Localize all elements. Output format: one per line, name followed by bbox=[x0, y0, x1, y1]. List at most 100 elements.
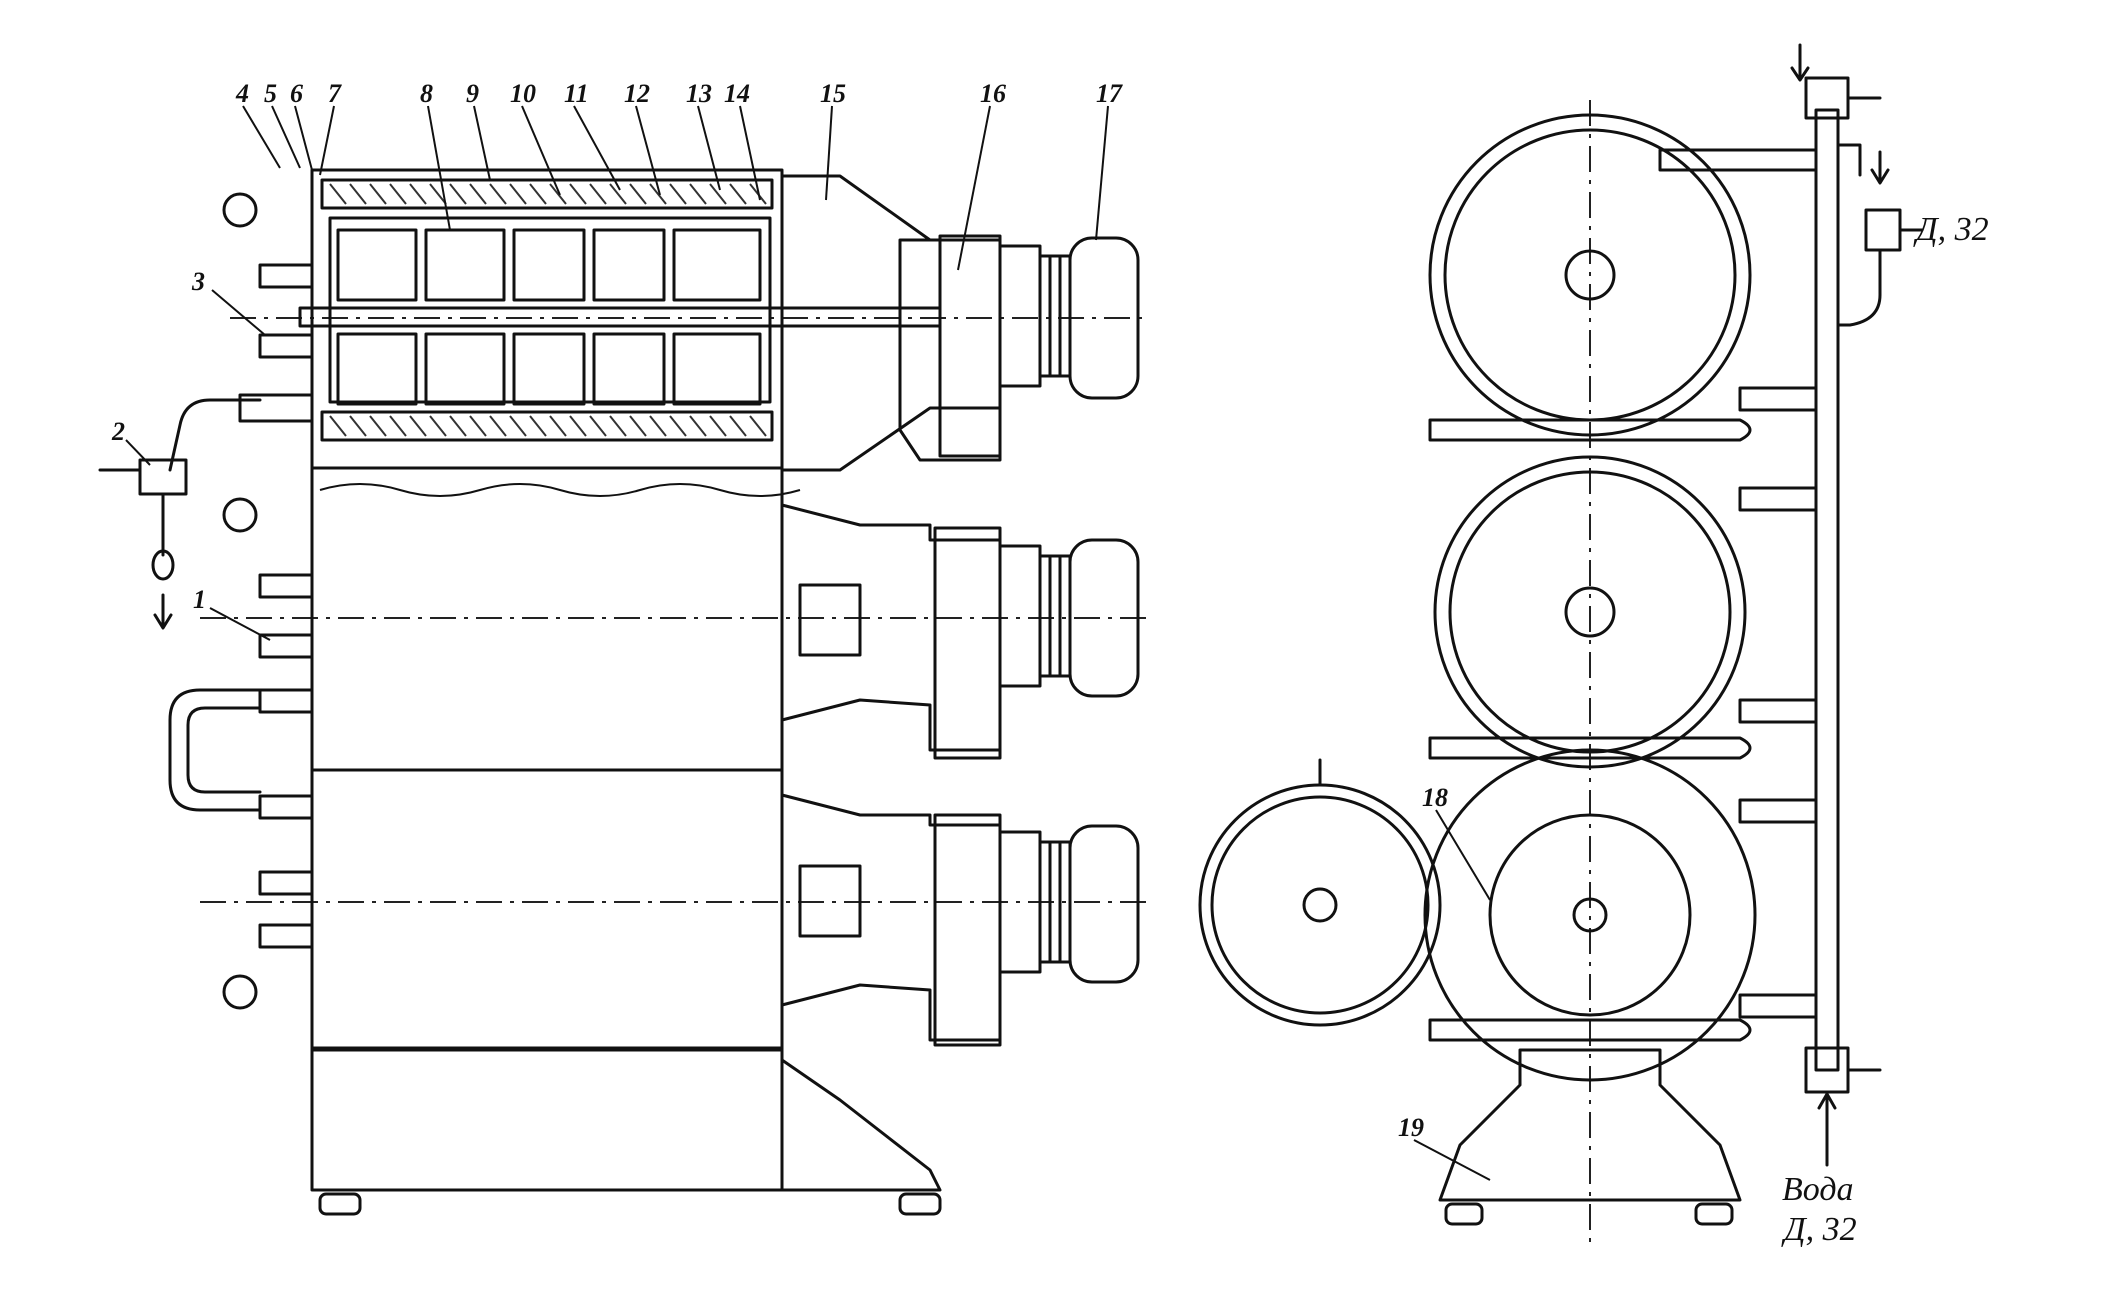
motor-body-bottom bbox=[1068, 824, 1140, 984]
front-stand bbox=[1438, 1048, 1742, 1202]
gear-housing-top bbox=[898, 238, 1002, 462]
left-nozzles bbox=[98, 192, 314, 1010]
nozzle-f bbox=[258, 688, 314, 714]
branch-2 bbox=[1738, 486, 1818, 512]
chamber-end-bottom-inner bbox=[1488, 813, 1692, 1017]
leader-12 bbox=[635, 105, 661, 196]
leader-18 bbox=[1435, 809, 1491, 901]
valve-2 bbox=[138, 458, 188, 496]
base-stand bbox=[310, 1048, 942, 1216]
leader-6 bbox=[294, 105, 313, 171]
blade-8 bbox=[512, 332, 586, 406]
front-view bbox=[1198, 43, 1924, 1250]
branch-5 bbox=[1738, 993, 1818, 1019]
middle-chamber-fill-line bbox=[319, 483, 801, 497]
clamp-bar-2 bbox=[1428, 736, 1752, 760]
motor-body-top bbox=[1068, 236, 1140, 400]
open-cover-center bbox=[1302, 887, 1338, 923]
chamber-end-middle bbox=[1433, 455, 1747, 769]
callout-14: 14 bbox=[724, 79, 750, 108]
leader-2 bbox=[125, 439, 151, 466]
blade-1 bbox=[336, 228, 418, 302]
rotor-hub-top bbox=[1564, 249, 1616, 301]
water-jacket-lower bbox=[320, 410, 774, 442]
drain-arrow bbox=[153, 593, 173, 630]
u-transfer-pipe bbox=[168, 688, 262, 812]
blade-2 bbox=[424, 228, 506, 302]
coupling-bottom bbox=[798, 864, 862, 938]
callout-16: 16 bbox=[980, 79, 1006, 108]
callout-7: 7 bbox=[328, 79, 342, 108]
chamber-end-bottom bbox=[1423, 748, 1757, 1082]
leader-11 bbox=[573, 105, 621, 191]
blade-4 bbox=[592, 228, 666, 302]
foot-left bbox=[318, 1192, 362, 1216]
branch-1 bbox=[1738, 386, 1818, 412]
manifold-top-valve bbox=[1804, 76, 1850, 120]
lifting-eye-top bbox=[222, 192, 258, 228]
nozzle-a bbox=[258, 263, 314, 289]
outlet-valve bbox=[1864, 208, 1902, 252]
header-pipe-top bbox=[1658, 148, 1818, 172]
manifold-riser bbox=[1814, 108, 1840, 1072]
leader-13 bbox=[697, 105, 721, 191]
lifting-eye-bottom bbox=[222, 974, 258, 1010]
outlet-arrow bbox=[1870, 150, 1890, 185]
motor-body-middle bbox=[1068, 538, 1140, 698]
water-inlet-size: Д, 32 bbox=[1781, 1211, 1857, 1248]
branch-4 bbox=[1738, 798, 1818, 824]
gearbox-middle bbox=[933, 526, 1002, 760]
blade-6 bbox=[336, 332, 418, 406]
gearbox-top bbox=[938, 234, 1002, 458]
front-foot-right bbox=[1694, 1202, 1734, 1226]
leader-8 bbox=[427, 105, 451, 231]
callout-2: 2 bbox=[111, 417, 125, 446]
blade-10 bbox=[672, 332, 762, 406]
outlet-pipe-label: Д, 32 bbox=[1913, 211, 1989, 248]
front-foot-left bbox=[1444, 1202, 1484, 1226]
callout-10: 10 bbox=[510, 79, 536, 108]
pipe-labels: Д, 32 Вода Д, 32 bbox=[1781, 211, 1989, 1248]
motor-flange-bottom bbox=[998, 830, 1042, 974]
leader-14 bbox=[739, 105, 761, 201]
nozzle-g bbox=[258, 794, 314, 820]
leader-7 bbox=[319, 105, 335, 176]
blade-5 bbox=[672, 228, 762, 302]
drive-middle bbox=[780, 503, 1140, 760]
callout-19: 19 bbox=[1398, 1113, 1424, 1142]
leader-5 bbox=[271, 105, 301, 169]
motor-flange-top bbox=[998, 244, 1042, 388]
leader-9 bbox=[473, 105, 491, 181]
motor-flange-middle bbox=[998, 544, 1042, 688]
jacket-hatching bbox=[329, 183, 767, 437]
leader-15 bbox=[825, 105, 833, 201]
clamp-bar-1 bbox=[1428, 418, 1752, 442]
blade-9 bbox=[592, 332, 666, 406]
open-cover bbox=[1198, 783, 1442, 1027]
nozzle-h bbox=[258, 870, 314, 896]
branch-3 bbox=[1738, 698, 1818, 724]
drive-bottom bbox=[780, 793, 1140, 1047]
water-jacket bbox=[320, 178, 774, 210]
lifting-eye-middle bbox=[222, 497, 258, 533]
base-right-leg bbox=[780, 1058, 942, 1192]
nozzle-c bbox=[238, 393, 314, 423]
rotor-hub-middle bbox=[1564, 586, 1616, 638]
outlet-branch bbox=[1836, 143, 1862, 177]
rotor-drum bbox=[328, 216, 772, 404]
leader-17 bbox=[1095, 105, 1109, 241]
leader-3 bbox=[211, 289, 266, 336]
discharge-pipe bbox=[168, 398, 262, 472]
top-chamber-section bbox=[298, 178, 942, 442]
callout-12: 12 bbox=[624, 79, 650, 108]
drive-bracket-middle bbox=[780, 503, 1002, 752]
chamber-end-top bbox=[1428, 113, 1752, 437]
drain-outlet-tip bbox=[151, 549, 175, 581]
callout-9: 9 bbox=[466, 79, 479, 108]
motor-top bbox=[998, 236, 1140, 400]
motor-ribs-top bbox=[1038, 254, 1072, 378]
motor-ribs-middle bbox=[1038, 554, 1072, 678]
callout-5: 5 bbox=[264, 79, 277, 108]
side-view bbox=[98, 168, 1150, 1216]
